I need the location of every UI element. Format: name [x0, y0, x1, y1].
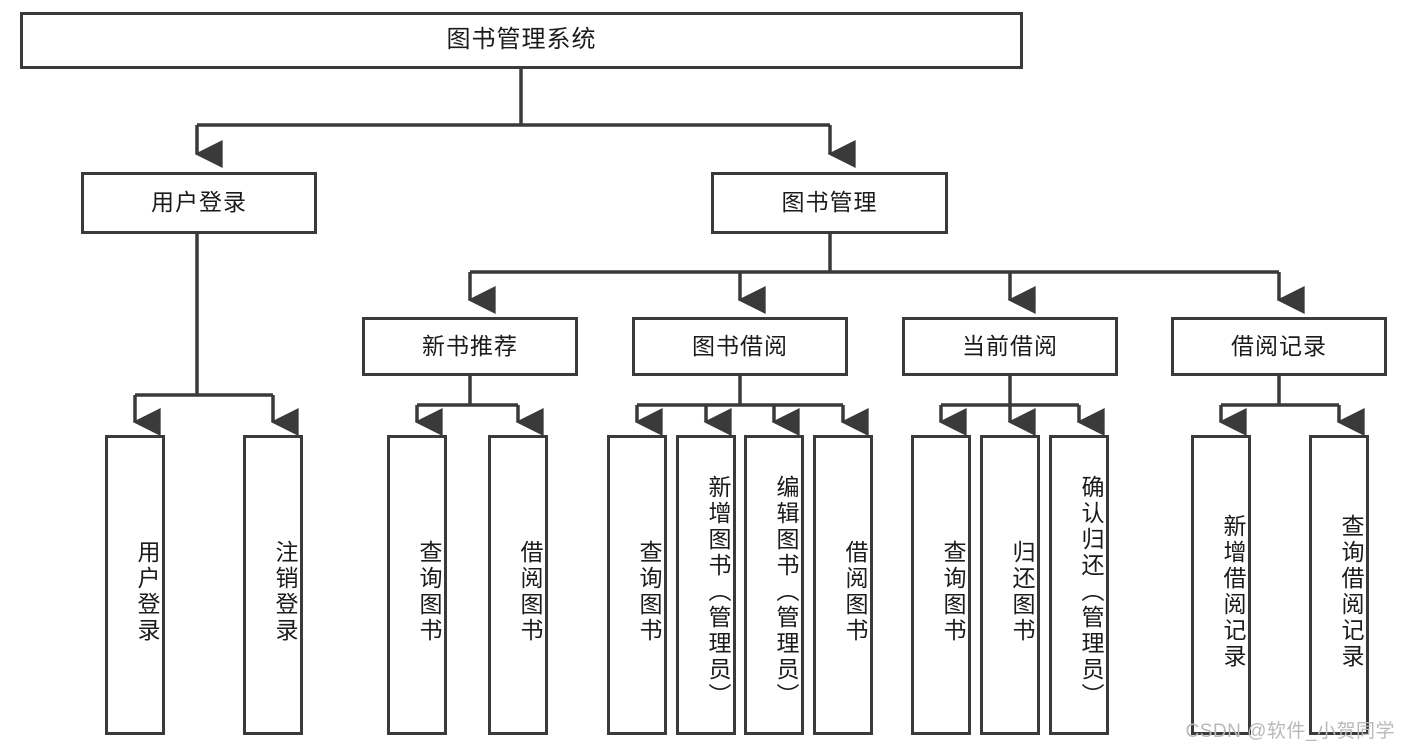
node-label: 图书借阅	[692, 332, 788, 359]
leaf-add-borrow-record[interactable]: 新增借阅记录	[1191, 435, 1251, 735]
node-user-login[interactable]: 用户登录	[81, 172, 317, 234]
node-label: 编辑图书（管理员）	[773, 475, 799, 709]
leaf-new-book-query[interactable]: 查询图书	[387, 435, 447, 735]
node-label: 图书管理系统	[446, 26, 597, 54]
node-label: 查询借阅记录	[1338, 514, 1364, 670]
node-label: 注销登录	[272, 540, 298, 644]
current-borrow-to-leaves	[938, 376, 1105, 436]
leaf-return-book[interactable]: 归还图书	[980, 435, 1040, 735]
leaf-query-borrow-record[interactable]: 查询借阅记录	[1309, 435, 1369, 735]
borrow-record-to-leaves	[1218, 376, 1365, 436]
leaf-user-login[interactable]: 用户登录	[105, 435, 165, 735]
user-login-to-leaves	[132, 234, 299, 436]
leaf-new-book-borrow[interactable]: 借阅图书	[488, 435, 548, 735]
leaf-borrow-query-book[interactable]: 查询图书	[607, 435, 667, 735]
node-borrow-record[interactable]: 借阅记录	[1171, 317, 1387, 376]
node-label: 借阅图书	[517, 540, 543, 644]
node-root-system[interactable]: 图书管理系统	[20, 12, 1023, 69]
node-label: 用户登录	[151, 189, 247, 216]
new-book-to-leaves	[414, 376, 544, 436]
node-label: 查询图书	[636, 540, 662, 644]
leaf-current-query-book[interactable]: 查询图书	[911, 435, 971, 735]
node-label: 新增借阅记录	[1220, 514, 1246, 670]
node-label: 归还图书	[1009, 540, 1035, 644]
leaf-add-book-admin[interactable]: 新增图书（管理员）	[676, 435, 736, 735]
leaf-confirm-return-admin[interactable]: 确认归还（管理员）	[1049, 435, 1109, 735]
node-current-borrow[interactable]: 当前借阅	[902, 317, 1118, 376]
node-label: 用户登录	[134, 540, 160, 644]
node-label: 借阅图书	[842, 540, 868, 644]
node-book-management[interactable]: 图书管理	[711, 172, 948, 234]
leaf-borrow-book[interactable]: 借阅图书	[813, 435, 873, 735]
book-manage-to-level2	[467, 234, 1305, 314]
node-label: 新书推荐	[422, 332, 518, 359]
node-label: 查询图书	[940, 540, 966, 644]
watermark-text: CSDN @软件_小贺同学	[1185, 721, 1395, 742]
root-to-level1	[194, 69, 856, 168]
node-label: 借阅记录	[1231, 332, 1327, 359]
node-label: 确认归还（管理员）	[1078, 475, 1104, 709]
node-new-book-recommend[interactable]: 新书推荐	[362, 317, 578, 376]
node-label: 查询图书	[416, 540, 442, 644]
node-book-borrow[interactable]: 图书借阅	[632, 317, 848, 376]
node-label: 图书管理	[781, 189, 878, 216]
book-borrow-to-leaves	[634, 376, 869, 436]
node-label: 新增图书（管理员）	[705, 475, 731, 709]
leaf-edit-book-admin[interactable]: 编辑图书（管理员）	[744, 435, 804, 735]
leaf-logout[interactable]: 注销登录	[243, 435, 303, 735]
node-label: 当前借阅	[962, 332, 1058, 359]
